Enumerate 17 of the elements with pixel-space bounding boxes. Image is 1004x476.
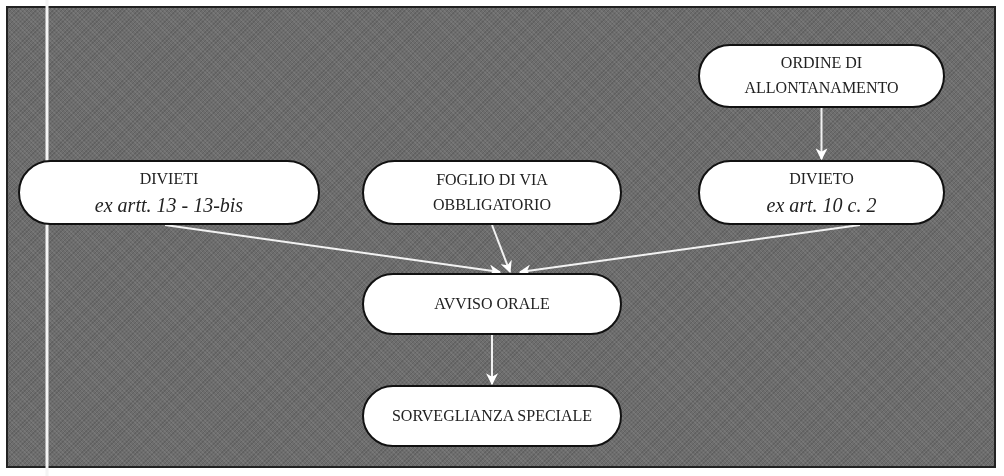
box-label: AVVISO ORALE <box>434 293 550 314</box>
arrow <box>486 334 498 386</box>
rounded-box <box>698 44 945 108</box>
box-label: ORDINE DI ALLONTANAMENTO <box>743 53 900 98</box>
box-label: FOGLIO DI VIA OBBLIGATORIO <box>432 169 552 215</box>
rounded-box <box>698 160 945 225</box>
rounded-box <box>362 385 622 447</box>
arrow <box>815 107 828 161</box>
arrow <box>491 224 512 274</box>
box-label: DIVIETO <box>789 169 854 190</box>
box-label: DIVIETI <box>139 169 199 190</box>
rounded-box <box>362 273 622 335</box>
article-reference: ex artt. 13 - 13-bis <box>94 192 244 218</box>
rounded-box <box>362 160 622 225</box>
box-label: SORVEGLIANZA SPECIALE <box>391 405 593 426</box>
rounded-box <box>18 160 320 225</box>
article-reference: ex art. 10 c. 2 <box>766 192 877 218</box>
